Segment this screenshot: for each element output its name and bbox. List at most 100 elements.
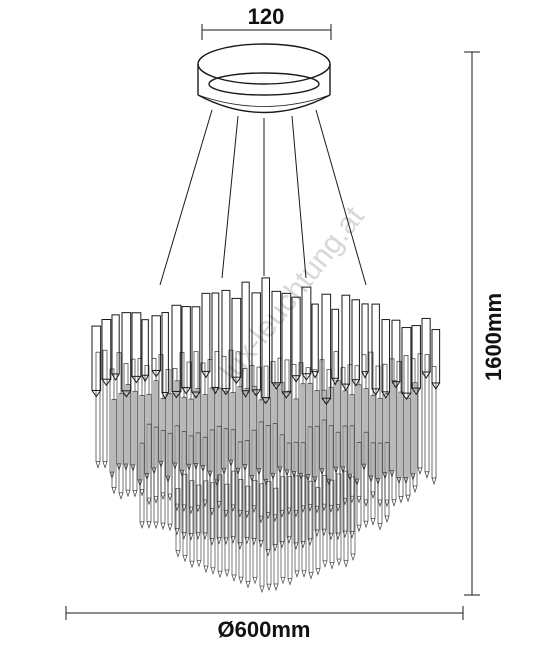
crystal-rod [329, 479, 335, 563]
crystal-rod [158, 354, 164, 462]
crystal-tip [195, 532, 201, 540]
crystal-rod [261, 277, 271, 399]
crystal-rod [311, 303, 319, 373]
crystal-rod [251, 292, 261, 391]
crystal-tip [235, 468, 241, 476]
crystal-tip [203, 565, 209, 574]
crystal-tip [382, 472, 388, 480]
crystal-tip [321, 504, 327, 512]
crystal-rod [242, 368, 248, 466]
crystal-rod [321, 293, 332, 399]
crystal-tip [151, 370, 161, 378]
crystal-rod [273, 487, 279, 585]
crystal-rod [396, 360, 402, 478]
crystal-rod [287, 476, 293, 580]
crystal-tip [186, 464, 192, 472]
crystal-tip [172, 462, 178, 471]
crystal-tip [384, 499, 390, 508]
crystal-tip [221, 468, 227, 476]
crystal-tip [363, 521, 369, 529]
crystal-tip [281, 391, 292, 399]
crystal-tip [174, 528, 180, 536]
suspension-cables [159, 109, 367, 286]
crystal-rod [326, 369, 332, 480]
crystal-tip [132, 490, 138, 498]
crystal-rod [175, 488, 181, 552]
crystal-rod [301, 475, 307, 572]
crystal-tip [160, 522, 166, 531]
crystal-tip [314, 506, 320, 514]
crystal-tip [221, 388, 231, 396]
crystal-tip [139, 489, 145, 497]
crystal-tip [237, 542, 243, 550]
crystal-tip [175, 550, 181, 558]
crystal-tip [137, 479, 143, 487]
crystal-tip [350, 553, 356, 562]
crystal-rod [256, 366, 262, 470]
crystal-rod [375, 365, 381, 479]
crystal-tip [384, 515, 390, 524]
crystal-rod [371, 303, 380, 390]
crystal-rod [144, 365, 150, 474]
crystal-tip [202, 499, 208, 508]
crystal-rod [238, 479, 244, 578]
crystal-tip [200, 465, 206, 473]
crystal-tip [263, 479, 269, 487]
crystal-tip [224, 569, 230, 578]
crystal-tip [341, 383, 351, 392]
crystal-tip [421, 371, 431, 379]
crystal-tip [244, 511, 250, 519]
crystal-tip [291, 375, 301, 383]
crystal-tip [265, 549, 271, 557]
crystal-rod [410, 358, 416, 475]
crystal-tip [167, 493, 173, 502]
crystal-tip [165, 476, 171, 484]
crystal-rod [186, 361, 192, 465]
crystal-rod [203, 480, 209, 567]
crystal-tip [381, 391, 390, 399]
watermark: lux-leuchtung.at [214, 200, 371, 388]
crystal-tip [102, 461, 108, 469]
crystal-tip [305, 474, 311, 482]
crystal-tip [412, 485, 418, 494]
crystal-tip [301, 373, 312, 381]
crystal-tip [146, 498, 152, 506]
crystal-rod [161, 312, 169, 394]
crystal-tip [398, 496, 404, 504]
crystal-rod [424, 354, 430, 473]
crystal-rod [431, 329, 441, 384]
crystal-tip [209, 508, 215, 516]
crystal-tip [109, 471, 115, 480]
crystal-tip [293, 542, 299, 550]
crystal-tip [335, 532, 341, 541]
crystal-rod [263, 365, 269, 480]
crystal-rod [131, 312, 142, 377]
crystal-rod [368, 351, 374, 477]
crystal-tip [266, 584, 272, 592]
crystal-tip [188, 533, 194, 541]
height-label: 1600mm [481, 293, 506, 381]
crystal-tip [179, 470, 185, 478]
crystal-rod [252, 479, 258, 578]
crystal-tip [431, 382, 441, 390]
crystal-tip [271, 382, 282, 390]
crystal-tip [298, 473, 304, 481]
crystal-tip [340, 466, 346, 474]
crystal-tip [286, 507, 292, 516]
crystal-tip [146, 521, 152, 529]
crystal-rod [196, 484, 202, 561]
crystal-rod [343, 470, 349, 561]
crystal-rod [266, 481, 272, 585]
crystal-tip [300, 541, 306, 549]
crystal-tip [333, 467, 339, 475]
crystal-tip [279, 510, 285, 518]
crystal-rod [351, 299, 360, 381]
crystal-tip [343, 560, 349, 568]
crystal-tip [223, 510, 229, 518]
crystal-tip [251, 538, 257, 546]
crystal-rod [331, 308, 340, 379]
crystal-tip [158, 461, 164, 469]
crystal-rod [231, 470, 237, 576]
crystal-tip [191, 391, 201, 399]
crystal-tip [287, 578, 293, 586]
